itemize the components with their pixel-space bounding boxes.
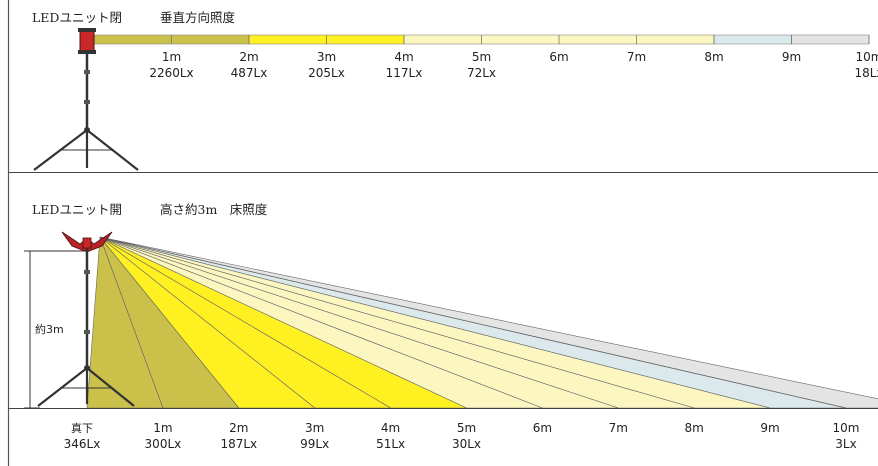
fan-outer-ray — [99, 236, 847, 409]
top-distance-label: 5m — [472, 50, 491, 64]
bottom-distance-label: 1m — [153, 421, 172, 435]
bottom-distance-label: 4m — [381, 421, 400, 435]
bottom-distance-label: 8m — [685, 421, 704, 435]
bottom-distance-label: 3m — [305, 421, 324, 435]
top-distance-label: 7m — [627, 50, 646, 64]
bottom-tick-labels: 真下 346Lx 1m 300Lx 2m 187Lx 3m 99Lx 4m 51Lx 5m 30Lx 6… — [64, 421, 860, 451]
bottom-distance-label: 真下 — [71, 421, 93, 435]
bottom-distance-label: 2m — [229, 421, 248, 435]
bottom-section: LEDユニット開 高さ約3m 床照度 約3m 真下 346Lx 1m 300Lx 2m 1… — [8, 202, 878, 451]
bottom-distance-label: 10m — [833, 421, 860, 435]
top-title-mode: 垂直方向照度 — [160, 10, 236, 25]
top-title-unit: LEDユニット閉 — [32, 10, 122, 25]
top-lux-label: 205Lx — [308, 66, 345, 80]
top-lux-label: 487Lx — [231, 66, 268, 80]
bottom-distance-label: 5m — [457, 421, 476, 435]
height-label: 約3m — [35, 322, 64, 336]
tripod-closed-light-icon — [33, 28, 139, 171]
bottom-lux-label: 300Lx — [145, 437, 182, 451]
bottom-distance-label: 6m — [533, 421, 552, 435]
bottom-lux-label: 187Lx — [220, 437, 257, 451]
bottom-lux-label: 346Lx — [64, 437, 101, 451]
top-distance-label: 6m — [549, 50, 568, 64]
top-distance-label: 2m — [239, 50, 258, 64]
top-tick-marks — [171, 35, 870, 44]
top-tick-labels: 1m 2260Lx 2m 487Lx 3m 205Lx 4m 117Lx 5m 72Lx 6m 7m 8… — [149, 50, 878, 80]
bottom-distance-label: 7m — [609, 421, 628, 435]
height-indicator: 約3m — [24, 250, 84, 409]
top-distance-label: 3m — [317, 50, 336, 64]
top-band-4 — [791, 34, 870, 45]
top-distance-label: 10m — [856, 50, 878, 64]
bottom-lux-label: 30Lx — [452, 437, 481, 451]
tripod-open-light-icon — [37, 231, 135, 407]
top-distance-label: 4m — [394, 50, 413, 64]
top-band-3 — [713, 34, 792, 45]
top-distance-label: 9m — [782, 50, 801, 64]
bottom-title-unit: LEDユニット開 — [32, 202, 122, 217]
top-lux-label: 117Lx — [386, 66, 423, 80]
bottom-distance-label: 9m — [760, 421, 779, 435]
bottom-lux-label: 99Lx — [300, 437, 329, 451]
top-lux-label: 2260Lx — [149, 66, 193, 80]
top-lux-label: 18Lx — [854, 66, 878, 80]
bottom-lux-label: 51Lx — [376, 437, 405, 451]
bottom-lux-label: 3Lx — [835, 437, 856, 451]
top-section: LEDユニット閉 垂直方向照度 1m 2260Lx 2m 487Lx 3m 205Lx 4m… — [32, 10, 878, 171]
bottom-title-mode: 高さ約3m 床照度 — [160, 202, 268, 217]
top-distance-label: 8m — [704, 50, 723, 64]
light-fan-wedges — [86, 236, 878, 409]
top-distance-label: 1m — [162, 50, 181, 64]
top-lux-label: 72Lx — [467, 66, 496, 80]
